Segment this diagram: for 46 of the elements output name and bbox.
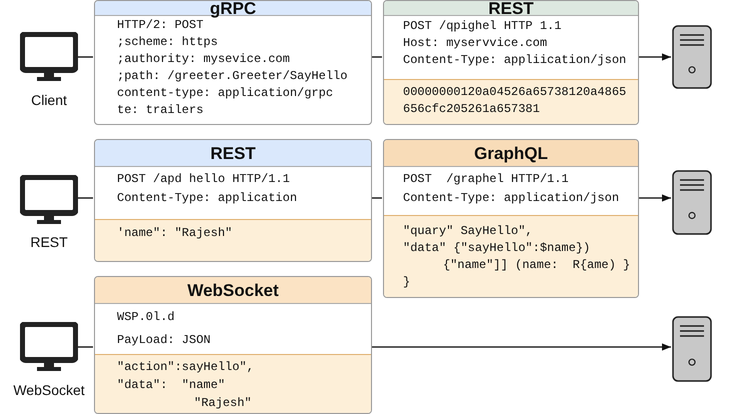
- header-line: te: trailers: [117, 103, 204, 118]
- card-header: REST: [95, 140, 371, 167]
- header-line: Content-Type: application/json: [403, 191, 620, 206]
- connector-line: [372, 56, 382, 58]
- payload-line: 656cfc205261a657381: [403, 102, 540, 117]
- header-line: Content-Type: appliication/json: [403, 53, 626, 68]
- header-line: ;scheme: https: [117, 35, 218, 50]
- connector-line: [78, 197, 93, 199]
- protocol-card: [383, 139, 639, 298]
- payload-line: "Rajesh": [194, 396, 252, 411]
- client-label: REST: [29, 234, 69, 250]
- header-line: POST /qpighel HTTP 1.1: [403, 19, 562, 34]
- card-header: REST: [384, 1, 638, 16]
- header-line: WSP.0l.d: [117, 310, 175, 325]
- header-line: POST /apd hello HTTP/1.1: [117, 172, 290, 187]
- card-header: GraphQL: [384, 140, 638, 167]
- payload-line: {"name"]] (name: R{ame) }: [443, 258, 630, 273]
- payload-line: "data" {"sayHello":$name}): [403, 241, 590, 256]
- header-line: content-type: application/grpc: [117, 86, 334, 101]
- protocol-card: [94, 0, 372, 125]
- header-line: POST /graphel HTTP/1.1: [403, 172, 569, 187]
- arrow: [639, 53, 671, 61]
- protocol-card: [383, 0, 639, 125]
- payload-line: "quary" SayHello",: [403, 224, 533, 239]
- arrow: [372, 343, 671, 351]
- header-line: Content-Type: application: [117, 191, 298, 206]
- connector-line: [78, 56, 93, 58]
- protocol-card: [94, 276, 372, 414]
- client-label: WebSocket: [12, 382, 86, 398]
- card-header: gRPC: [95, 1, 371, 16]
- header-line: ;authority: mysevice.com: [117, 52, 290, 67]
- header-line: ;path: /greeter.Greeter/SayHello: [117, 69, 348, 84]
- payload-line: "action":sayHello",: [117, 360, 254, 375]
- protocol-card: [94, 139, 372, 262]
- payload-line: "data": "name": [117, 378, 226, 393]
- connector-line: [372, 197, 382, 199]
- header-line: PayLoad: JSON: [117, 333, 211, 348]
- arrow: [639, 194, 671, 202]
- connector-line: [78, 346, 93, 348]
- card-header: WebSocket: [95, 277, 371, 304]
- payload-line: 'name": "Rajesh": [117, 226, 232, 241]
- header-line: HTTP/2: POST: [117, 18, 204, 33]
- header-line: Host: myservvice.com: [403, 36, 548, 51]
- payload-line: }: [403, 275, 410, 290]
- payload-line: 00000000120a04526a65738120a4865: [403, 85, 626, 100]
- client-label: Client: [30, 92, 68, 108]
